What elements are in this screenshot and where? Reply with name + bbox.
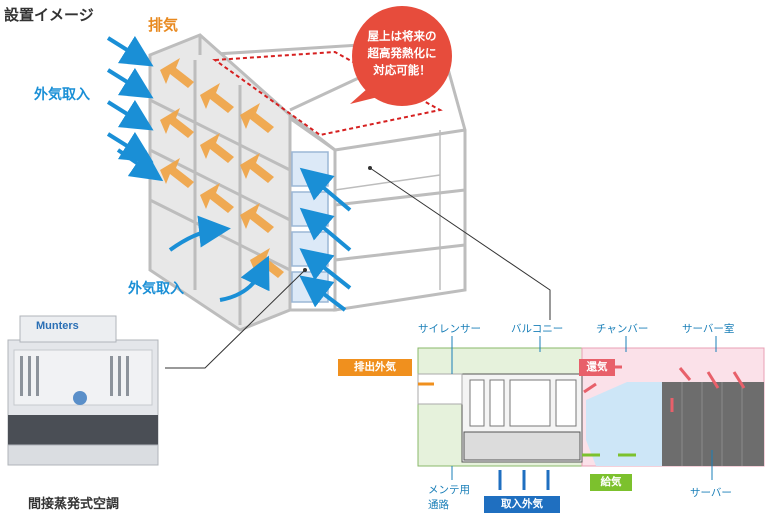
brand-logo: Munters [36, 320, 79, 332]
exhaust-label: 排気 [148, 16, 179, 34]
silencer [417, 373, 463, 405]
tag-intake-outside: 取入外気 [484, 496, 560, 513]
label-server: サーバー [690, 487, 732, 499]
air-conditioner-unit [7, 315, 159, 466]
intake-arrows [106, 35, 352, 312]
leader-lines [165, 167, 551, 369]
supply-chamber [627, 382, 662, 466]
return-air-arrows [583, 365, 746, 412]
intake-air-arrows [498, 470, 550, 490]
label-maintenance: メンテ用 通路 [428, 484, 470, 511]
server-block [662, 382, 764, 466]
intake-label-bottom: 外気取入 [128, 281, 184, 297]
unit-caption: 間接蒸発式空調 [28, 497, 120, 512]
exhaust-arrows [160, 58, 284, 278]
intake-label-top: 外気取入 [34, 87, 90, 103]
tag-supply-air: 給気 [590, 474, 632, 491]
speech-bubble-text: 屋上は将来の 超高発熱化に 対応可能！ [367, 29, 437, 77]
page-title: 設置イメージ [4, 6, 94, 24]
roof-area-outline [212, 50, 443, 137]
tag-return-air: 還気 [579, 359, 615, 376]
speech-bubble [350, 6, 452, 106]
label-silencer: サイレンサー [418, 323, 481, 335]
tag-exhaust-outside: 排出外気 [338, 359, 412, 376]
label-server-room: サーバー室 [682, 323, 735, 335]
label-balcony: バルコニー [511, 323, 564, 335]
label-chamber: チャンバー [596, 323, 649, 335]
